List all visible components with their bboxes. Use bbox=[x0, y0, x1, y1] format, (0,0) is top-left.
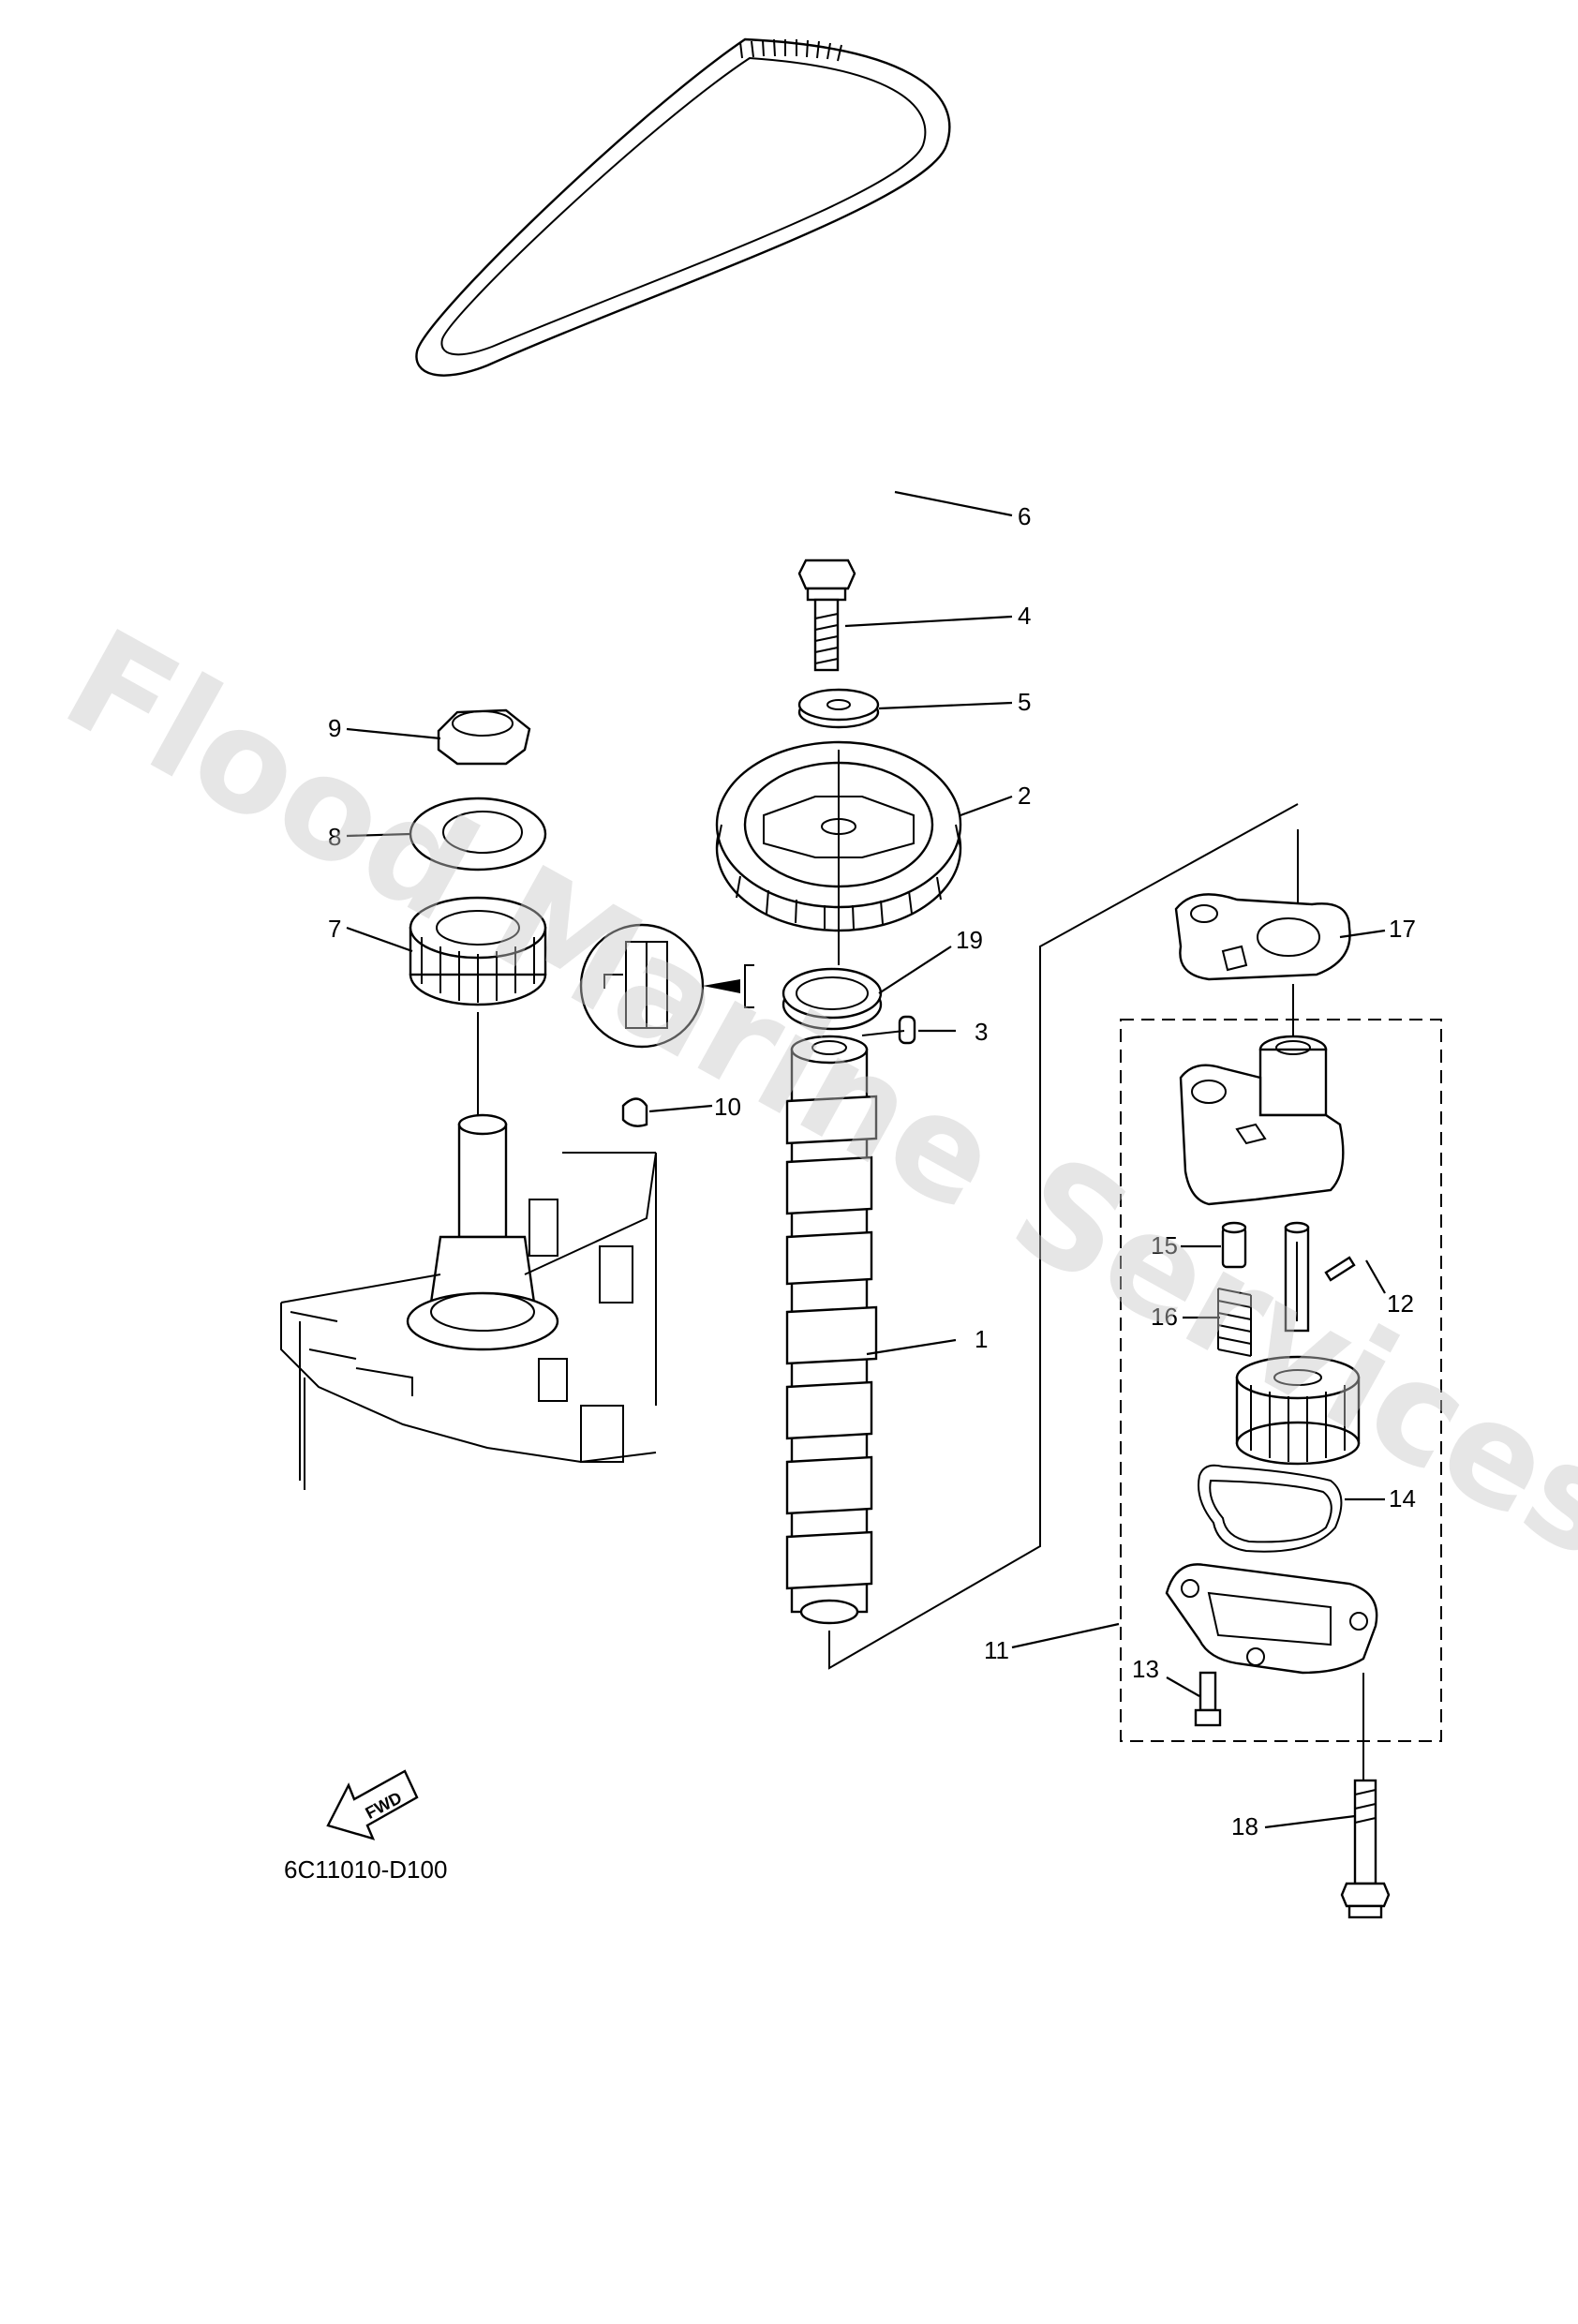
shaft-pin bbox=[1324, 1256, 1356, 1282]
callout-6: 6 bbox=[1018, 502, 1031, 530]
pump-bolt bbox=[1340, 1779, 1391, 1919]
oil-seal bbox=[782, 967, 883, 1031]
callout-12: 12 bbox=[1387, 1289, 1414, 1318]
callout-17: 17 bbox=[1389, 915, 1416, 943]
pump-rotor bbox=[1235, 1355, 1361, 1466]
callout-13: 13 bbox=[1132, 1655, 1159, 1683]
relief-plunger bbox=[1221, 1221, 1247, 1269]
timing-belt bbox=[415, 37, 951, 377]
relief-spring bbox=[1217, 1288, 1252, 1357]
dowel-pin bbox=[898, 1015, 916, 1045]
callout-5: 5 bbox=[1018, 688, 1031, 716]
center-lines bbox=[304, 750, 1364, 1780]
callout-15: 15 bbox=[1151, 1231, 1178, 1259]
cover-screw bbox=[1194, 1671, 1222, 1727]
diagram-code: 6C11010-D100 bbox=[284, 1855, 447, 1884]
callout-2: 2 bbox=[1018, 782, 1031, 810]
camshaft bbox=[785, 1035, 878, 1625]
callouts: 1 2 3 4 5 6 7 8 9 10 11 12 13 14 15 16 1… bbox=[328, 502, 1416, 1840]
pump-cover-gasket bbox=[1198, 1464, 1343, 1553]
callout-16: 16 bbox=[1151, 1303, 1178, 1331]
leader-lines bbox=[346, 490, 1386, 1829]
detail-bubble bbox=[579, 923, 754, 1049]
callout-8: 8 bbox=[328, 823, 341, 851]
camshaft-bolt bbox=[797, 559, 856, 672]
oil-pump-body bbox=[1179, 1035, 1345, 1206]
pump-shaft bbox=[1284, 1221, 1310, 1333]
callout-1: 1 bbox=[975, 1325, 988, 1353]
camshaft-pulley bbox=[715, 740, 962, 932]
callout-4: 4 bbox=[1018, 602, 1031, 630]
callout-10: 10 bbox=[714, 1093, 741, 1121]
forward-arrow-icon: FWD bbox=[326, 1769, 419, 1840]
callout-19: 19 bbox=[956, 926, 983, 954]
callout-3: 3 bbox=[975, 1018, 988, 1046]
oil-pump-assembly-box bbox=[1120, 1019, 1442, 1742]
callout-14: 14 bbox=[1389, 1484, 1416, 1512]
washer bbox=[797, 688, 880, 729]
callout-9: 9 bbox=[328, 714, 341, 742]
callout-11: 11 bbox=[984, 1636, 1009, 1664]
crankshaft-assembly bbox=[280, 1113, 657, 1481]
oil-pump-gasket bbox=[1174, 893, 1351, 981]
pump-cover bbox=[1165, 1563, 1378, 1675]
crankshaft-nut bbox=[437, 708, 531, 766]
callout-7: 7 bbox=[328, 915, 341, 943]
woodruff-key bbox=[621, 1097, 648, 1127]
callout-18: 18 bbox=[1231, 1812, 1258, 1840]
